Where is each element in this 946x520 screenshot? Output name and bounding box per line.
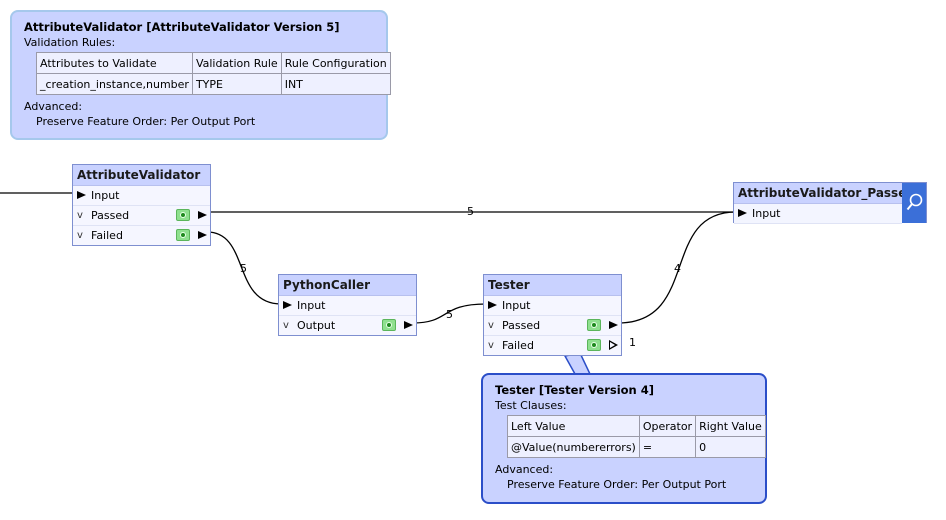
port-label: Failed (91, 229, 123, 242)
feature-cache-eye-icon[interactable] (587, 339, 601, 351)
table-cell: 0 (695, 436, 766, 458)
port-label: Failed (502, 339, 534, 352)
input-arrow-icon (738, 209, 747, 217)
input-arrow-icon (488, 301, 497, 309)
feature-cache-eye-icon[interactable] (587, 319, 601, 331)
node-title: AttributeValidator_Passed (734, 183, 915, 204)
table-header-row: Attributes to Validate Validation Rule R… (36, 52, 391, 74)
advanced-value: Preserve Feature Order: Per Output Port (507, 478, 727, 491)
chevron-down-icon[interactable]: v (283, 320, 289, 331)
annotation-title: AttributeValidator [AttributeValidator V… (24, 20, 340, 34)
column-header: Rule Configuration (280, 52, 391, 74)
output-arrow-icon[interactable] (198, 231, 207, 239)
input-port[interactable]: Input (484, 296, 621, 316)
python-caller-node[interactable]: PythonCaller Input v Output (278, 274, 417, 336)
column-header: Operator (638, 415, 697, 437)
count-tester-passed: 4 (674, 262, 681, 275)
table-row: @Value(numbererrors) = 0 (507, 436, 766, 458)
output-port[interactable]: v Output (279, 316, 416, 335)
annotation-section: Test Clauses: (495, 399, 567, 412)
port-label: Input (752, 207, 781, 220)
count-tester-failed: 1 (629, 336, 636, 349)
input-port[interactable]: Input (73, 186, 210, 206)
table-cell: _creation_instance,number (36, 73, 193, 95)
magnifier-icon (906, 193, 923, 211)
annotation-section: Validation Rules: (24, 36, 116, 49)
input-port[interactable]: Input (734, 204, 902, 224)
test-clauses-table: Left Value Operator Right Value @Value(n… (507, 415, 766, 458)
column-header: Left Value (507, 415, 640, 437)
passed-port[interactable]: v Passed (484, 316, 621, 336)
count-validator-failed: 5 (240, 262, 247, 275)
annotation-title: Tester [Tester Version 4] (495, 383, 655, 397)
output-arrow-icon[interactable] (404, 321, 413, 329)
tester-node[interactable]: Tester Input v Passed v Failed (483, 274, 622, 356)
tester-balloon-pointer (563, 352, 592, 375)
passed-port[interactable]: v Passed (73, 206, 210, 226)
chevron-down-icon[interactable]: v (488, 340, 494, 351)
attribute-validator-annotation[interactable]: AttributeValidator [AttributeValidator V… (10, 10, 391, 140)
chevron-down-icon[interactable]: v (77, 230, 83, 241)
passed-inspector-node[interactable]: AttributeValidator_Passed Input (733, 182, 927, 224)
chevron-down-icon[interactable]: v (77, 210, 83, 221)
port-label: Passed (91, 209, 130, 222)
input-arrow-icon (77, 191, 86, 199)
column-header: Validation Rule (191, 52, 282, 74)
node-title: AttributeValidator (73, 165, 210, 186)
output-arrow-icon[interactable] (609, 321, 618, 329)
input-arrow-icon (283, 301, 292, 309)
validation-rules-table: Attributes to Validate Validation Rule R… (36, 52, 391, 95)
port-label: Passed (502, 319, 541, 332)
count-python-output: 5 (446, 308, 453, 321)
chevron-down-icon[interactable]: v (488, 320, 494, 331)
feature-cache-eye-icon[interactable] (382, 319, 396, 331)
table-cell: @Value(numbererrors) (507, 436, 640, 458)
table-cell: INT (280, 73, 391, 95)
input-port[interactable]: Input (279, 296, 416, 316)
advanced-label: Advanced: (495, 463, 554, 476)
output-arrow-icon[interactable] (198, 211, 207, 219)
node-title: Tester (484, 275, 621, 296)
column-header: Attributes to Validate (36, 52, 193, 74)
count-validator-passed: 5 (467, 205, 474, 218)
advanced-label: Advanced: (24, 100, 83, 113)
failed-port[interactable]: v Failed (73, 226, 210, 245)
table-row: _creation_instance,number TYPE INT (36, 73, 391, 95)
table-cell: TYPE (191, 73, 282, 95)
failed-port[interactable]: v Failed (484, 336, 621, 355)
advanced-value: Preserve Feature Order: Per Output Port (36, 115, 256, 128)
feature-cache-eye-icon[interactable] (176, 209, 190, 221)
inspector-button[interactable] (902, 183, 926, 223)
port-label: Input (91, 189, 120, 202)
node-title: PythonCaller (279, 275, 416, 296)
tester-annotation[interactable]: Tester [Tester Version 4] Test Clauses: … (481, 373, 767, 504)
table-cell: = (638, 436, 697, 458)
feature-cache-eye-icon[interactable] (176, 229, 190, 241)
unconnected-output-arrow-icon[interactable] (609, 340, 618, 350)
column-header: Right Value (695, 415, 766, 437)
port-label: Output (297, 319, 336, 332)
table-header-row: Left Value Operator Right Value (507, 415, 766, 437)
port-label: Input (297, 299, 326, 312)
attribute-validator-node[interactable]: AttributeValidator Input v Passed v Fail… (72, 164, 211, 246)
port-label: Input (502, 299, 531, 312)
